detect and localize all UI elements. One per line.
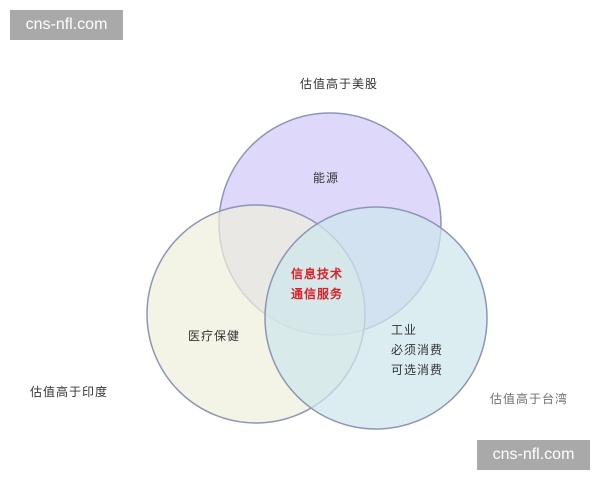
watermark-bottom: cns-nfl.com xyxy=(477,440,590,470)
region-left-only: 医疗保健 xyxy=(188,329,241,343)
region-center: 信息技术 通信服务 xyxy=(291,264,343,304)
label-right-valuation: 估值高于台湾 xyxy=(490,392,569,406)
region-top-only: 能源 xyxy=(313,171,340,185)
label-top-valuation: 估值高于美股 xyxy=(300,77,379,91)
region-right-item: 可选消费 xyxy=(391,363,444,377)
region-center-item: 信息技术 xyxy=(291,267,344,281)
circle-right xyxy=(264,206,488,430)
region-right-only: 工业 必须消费 可选消费 xyxy=(391,320,443,380)
watermark-top: cns-nfl.com xyxy=(10,10,123,40)
label-left-valuation: 估值高于印度 xyxy=(30,385,109,399)
region-right-item: 工业 xyxy=(391,323,418,337)
region-center-item: 通信服务 xyxy=(291,287,344,301)
region-right-item: 必须消费 xyxy=(391,343,444,357)
